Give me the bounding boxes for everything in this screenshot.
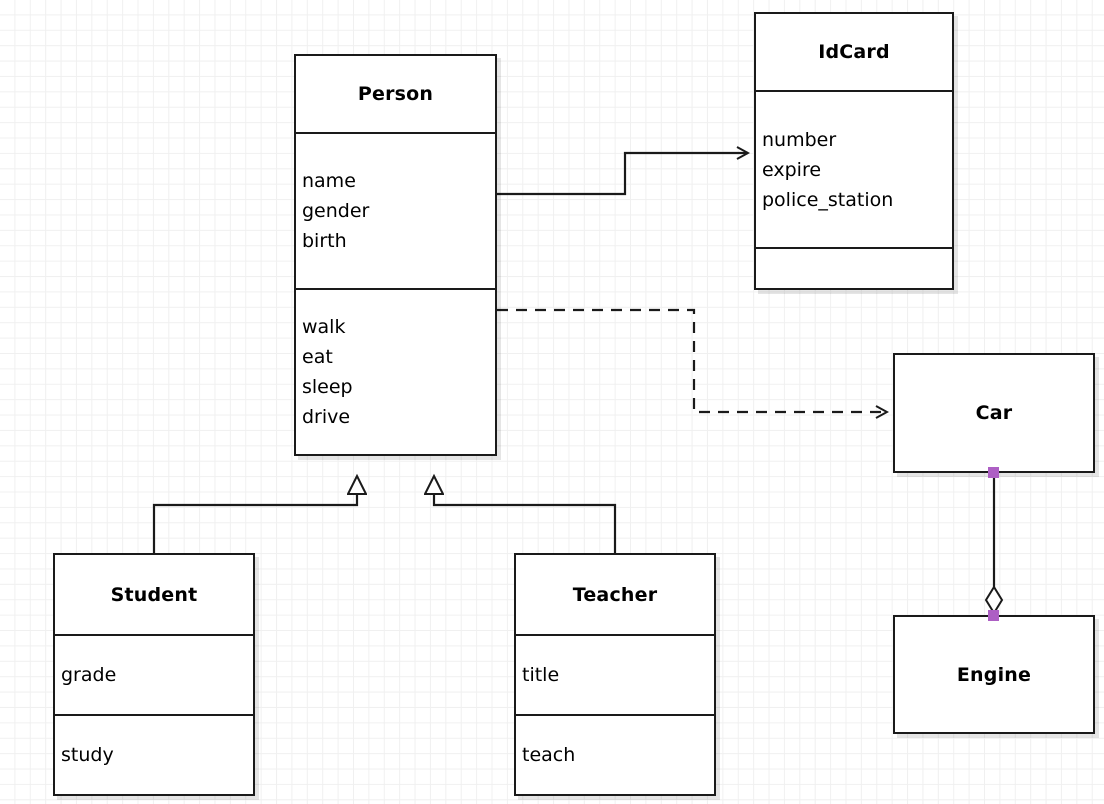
class-box-idcard[interactable]: IdCard number expire police_station bbox=[754, 12, 954, 290]
class-operations-student: study bbox=[55, 714, 253, 794]
class-name-label: Engine bbox=[956, 663, 1032, 686]
operation-item: teach bbox=[522, 744, 576, 766]
class-attributes-person: name gender birth bbox=[296, 131, 495, 288]
class-name-label: Person bbox=[357, 82, 434, 105]
operation-item: walk bbox=[302, 315, 346, 338]
class-box-teacher[interactable]: Teacher title teach bbox=[514, 553, 716, 796]
class-box-student[interactable]: Student grade study bbox=[53, 553, 255, 796]
class-operations-idcard bbox=[756, 247, 952, 288]
class-box-person[interactable]: Person name gender birth walk eat sleep … bbox=[294, 54, 497, 456]
class-attributes-teacher: title bbox=[516, 634, 714, 714]
attribute-item: police_station bbox=[762, 188, 894, 211]
attribute-item: birth bbox=[302, 229, 347, 252]
attribute-item: name bbox=[302, 169, 356, 192]
class-name-label: IdCard bbox=[818, 41, 890, 63]
connection-point-car-bottom[interactable] bbox=[988, 467, 999, 478]
class-title-engine: Engine bbox=[895, 617, 1093, 732]
class-title-car: Car bbox=[895, 355, 1093, 471]
class-operations-teacher: teach bbox=[516, 714, 714, 794]
edge-person-car[interactable] bbox=[497, 308, 887, 412]
class-name-label: Teacher bbox=[572, 583, 658, 606]
class-box-car[interactable]: Car bbox=[893, 353, 1095, 473]
class-title-idcard: IdCard bbox=[756, 14, 952, 90]
class-title-student: Student bbox=[55, 555, 253, 634]
operation-item: study bbox=[61, 744, 114, 766]
edge-teacher-person[interactable] bbox=[434, 476, 617, 553]
attribute-item: gender bbox=[302, 199, 370, 222]
class-title-person: Person bbox=[296, 56, 495, 132]
operation-item: eat bbox=[302, 345, 333, 368]
attribute-item: title bbox=[522, 664, 560, 686]
attribute-item: grade bbox=[61, 664, 117, 686]
attribute-item: number bbox=[762, 128, 837, 151]
operation-item: sleep bbox=[302, 375, 353, 398]
class-title-teacher: Teacher bbox=[516, 555, 714, 634]
class-operations-person: walk eat sleep drive bbox=[296, 287, 495, 454]
class-name-label: Car bbox=[975, 402, 1013, 424]
edge-student-person[interactable] bbox=[152, 476, 357, 553]
connection-point-engine-top[interactable] bbox=[988, 610, 999, 621]
class-attributes-idcard: number expire police_station bbox=[756, 90, 952, 247]
class-attributes-student: grade bbox=[55, 634, 253, 714]
edge-person-idcard[interactable] bbox=[497, 153, 748, 196]
class-box-engine[interactable]: Engine bbox=[893, 615, 1095, 734]
operation-item: drive bbox=[302, 405, 351, 428]
attribute-item: expire bbox=[762, 158, 822, 181]
class-name-label: Student bbox=[110, 583, 198, 606]
